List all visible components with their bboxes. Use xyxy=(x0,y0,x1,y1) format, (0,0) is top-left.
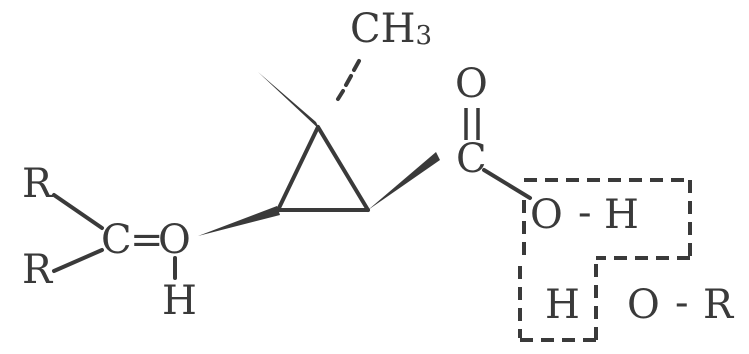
hydrogen-bond-box-lower xyxy=(518,264,598,342)
dash-o-r: - xyxy=(675,280,689,326)
atom-r-lower: R xyxy=(703,282,735,328)
atom-o-acid: O xyxy=(530,192,563,238)
symbol-double-bond: = xyxy=(130,217,164,263)
atom-r-top: R xyxy=(22,161,54,207)
wedge-bond-ring-carboxyl xyxy=(368,152,440,210)
bond-c-o-acid xyxy=(482,168,532,200)
wedge-bond-methyl xyxy=(258,72,320,130)
atom-o-left: O xyxy=(158,217,191,263)
ch3-sub: 3 xyxy=(416,21,433,51)
atom-o-carbonyl: O xyxy=(455,61,488,107)
wedge-bond-o-ring xyxy=(198,206,280,236)
ring-bond-left xyxy=(276,125,320,212)
atom-h-lower: H xyxy=(545,282,580,328)
bond-r-bottom-c xyxy=(52,248,104,273)
ring-bond-right xyxy=(316,125,370,212)
atom-c-left: C xyxy=(101,217,132,263)
atom-o-lower: O xyxy=(627,282,660,328)
dash-o-h: - xyxy=(578,190,592,236)
atom-h-left: H xyxy=(162,278,197,324)
atom-c-carboxyl: C xyxy=(456,136,487,182)
hashed-bond-ch3 xyxy=(336,59,361,101)
hydrogen-bond-box-upper xyxy=(522,178,692,260)
atom-ch3: CH3 xyxy=(350,6,432,52)
atom-h-acid: H xyxy=(604,192,639,238)
bond-r-top-c xyxy=(52,193,104,230)
ch3-base: CH xyxy=(350,6,416,52)
atom-r-bottom: R xyxy=(22,247,54,293)
